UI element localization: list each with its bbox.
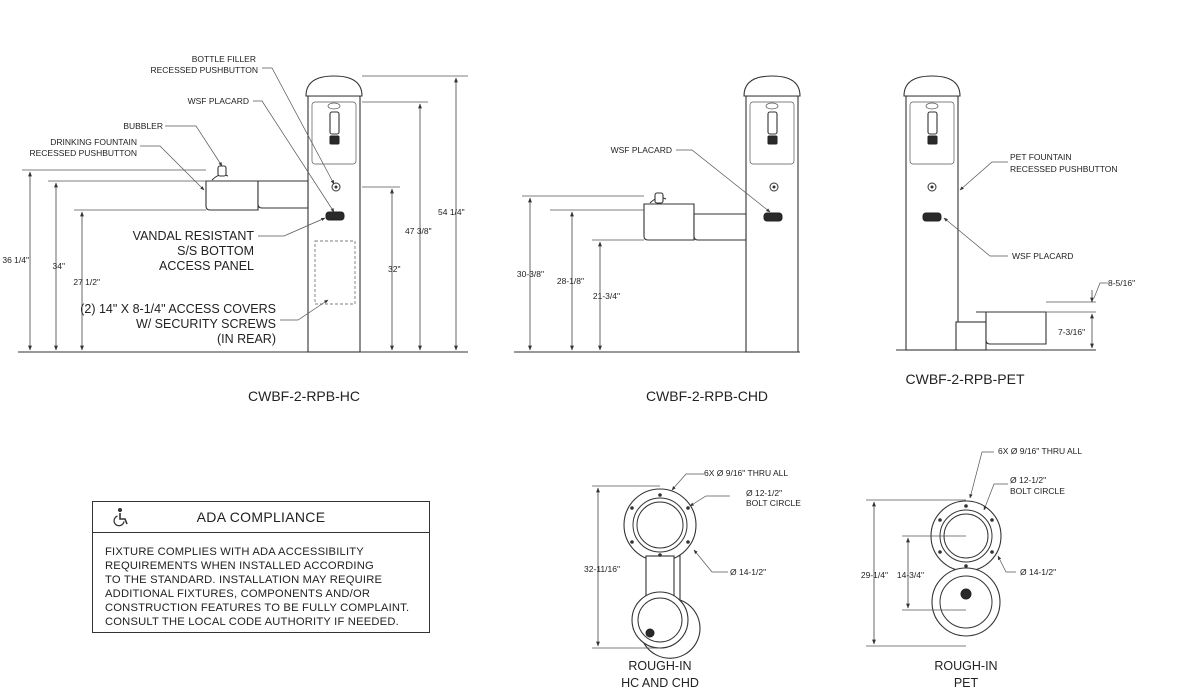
chd-bottle-icon (767, 111, 778, 135)
pet-base-block (955, 321, 987, 351)
pet-dome (903, 75, 961, 97)
pet-label-fountain-2: RECESSED PUSHBUTTON (1010, 164, 1118, 174)
hc-bottle-pushbutton (331, 182, 341, 192)
rough-pet-bolt-2: BOLT CIRCLE (1010, 486, 1065, 496)
hc-label-bottle-filler-1: BOTTLE FILLER (192, 54, 256, 64)
chd-dim-21: 21-3/4" (593, 291, 620, 301)
pet-bottle-icon (927, 111, 938, 135)
rough-hc-holes: 6X Ø 9/16" THRU ALL (704, 468, 788, 478)
hc-label-drinking-fountain-1: DRINKING FOUNTAIN (50, 137, 137, 147)
hc-dim-27: 27 1/2" (73, 277, 100, 287)
hc-dim-32: 32" (388, 264, 400, 274)
rough-hc-lower-circle (631, 591, 689, 649)
hc-access-panel (314, 240, 356, 305)
chd-bubbler (654, 192, 664, 204)
hc-wsf-placard (325, 211, 345, 221)
ada-header: ADA COMPLIANCE (93, 502, 429, 533)
hc-upper-bowl (205, 180, 259, 211)
rough-pet-height: 29-1/4" (861, 570, 888, 580)
chd-unit-drawing (514, 75, 801, 353)
hc-lower-bowl (257, 180, 309, 209)
hc-caption: CWBF-2-RPB-HC (248, 388, 360, 404)
hc-unit-drawing (18, 67, 468, 353)
pet-label-fountain-1: PET FOUNTAIN (1010, 152, 1072, 162)
rough-hc-bolt-1: Ø 12-1/2" (746, 488, 782, 498)
pet-bowl (985, 311, 1047, 345)
hc-label-drinking-fountain-2: RECESSED PUSHBUTTON (29, 148, 137, 158)
chd-caption: CWBF-2-RPB-CHD (646, 388, 768, 404)
rough-in-hc-drawing (592, 473, 730, 659)
chd-dome (743, 75, 801, 97)
rough-hc-caption-2: HC AND CHD (621, 676, 699, 690)
pet-wsf-placard (922, 212, 942, 222)
pet-dim-8: 8-5/16" (1108, 278, 1135, 288)
rough-pet-bolt-1: Ø 12-1/2" (1010, 475, 1046, 485)
hc-label-covers-3: (IN REAR) (217, 332, 276, 346)
hc-dim-34: 34" (53, 261, 65, 271)
hc-bottle-icon (329, 111, 340, 135)
rough-pet-holes: 6X Ø 9/16" THRU ALL (998, 446, 1082, 456)
hc-dim-54: 54 1/4" (438, 207, 465, 217)
chd-dim-28: 28-1/8" (557, 276, 584, 286)
hc-label-vandal-3: ACCESS PANEL (159, 259, 254, 273)
chd-pushbutton (769, 182, 779, 192)
ada-line: CONSTRUCTION FEATURES TO BE FULLY COMPLA… (105, 602, 410, 614)
hc-label-bubbler: BUBBLER (123, 121, 163, 131)
chd-lower-bowl (693, 213, 747, 241)
ada-line: TO THE STANDARD. INSTALLATION MAY REQUIR… (105, 574, 383, 586)
ada-title: ADA COMPLIANCE (196, 509, 326, 525)
hc-dome (305, 75, 363, 97)
rough-pet-drain (960, 588, 972, 600)
pet-caption: CWBF-2-RPB-PET (906, 371, 1025, 387)
ada-compliance-box: ADA COMPLIANCE FIXTURE COMPLIES WITH ADA… (92, 501, 430, 633)
chd-wsf-placard (763, 212, 783, 222)
hc-bubbler (217, 165, 227, 177)
rough-hc-caption-1: ROUGH-IN (628, 659, 691, 673)
hc-dim-36: 36 1/4" (2, 255, 29, 265)
pet-label-wsf-placard: WSF PLACARD (1012, 251, 1073, 261)
rough-pet-dia: Ø 14-1/2" (1020, 567, 1056, 577)
ada-line: CONSULT THE LOCAL CODE AUTHORITY IF NEED… (105, 616, 399, 628)
hc-label-vandal-1: VANDAL RESISTANT (133, 229, 255, 243)
hc-dim-47: 47 3/8" (405, 226, 432, 236)
ada-text: FIXTURE COMPLIES WITH ADA ACCESSIBILITY … (93, 533, 429, 629)
rough-hc-drain (645, 628, 655, 638)
ada-line: FIXTURE COMPLIES WITH ADA ACCESSIBILITY (105, 546, 364, 558)
rough-in-pet-drawing (866, 451, 1016, 647)
rough-hc-dia: Ø 14-1/2" (730, 567, 766, 577)
rough-pet-caption-1: ROUGH-IN (934, 659, 997, 673)
rough-pet-caption-2: PET (954, 676, 979, 690)
hc-label-covers-2: W/ SECURITY SCREWS (136, 317, 276, 331)
rough-hc-bolt-2: BOLT CIRCLE (746, 498, 801, 508)
rough-hc-outer-circle (623, 488, 697, 562)
chd-upper-bowl (643, 203, 695, 241)
hc-label-covers-1: (2) 14" X 8-1/4" ACCESS COVERS (80, 302, 276, 316)
hc-label-wsf-placard: WSF PLACARD (188, 96, 249, 106)
pet-pushbutton (927, 182, 937, 192)
wheelchair-icon (113, 508, 128, 527)
rough-pet-inner: 14-3/4" (897, 570, 924, 580)
ada-line: REQUIREMENTS WHEN INSTALLED ACCORDING (105, 560, 374, 572)
rough-pet-lower-circle (931, 567, 1001, 637)
pet-dim-7: 7-3/16" (1058, 327, 1085, 337)
pet-unit-drawing (896, 75, 1108, 351)
rough-hc-height: 32-11/16" (584, 564, 620, 574)
hc-label-bottle-filler-2: RECESSED PUSHBUTTON (150, 65, 258, 75)
chd-label-wsf-placard: WSF PLACARD (611, 145, 672, 155)
hc-label-vandal-2: S/S BOTTOM (177, 244, 254, 258)
ada-line: ADDITIONAL FIXTURES, COMPONENTS AND/OR (105, 588, 371, 600)
chd-dim-30: 30-3/8" (517, 269, 544, 279)
rough-hc-bolt-circle (632, 497, 688, 553)
